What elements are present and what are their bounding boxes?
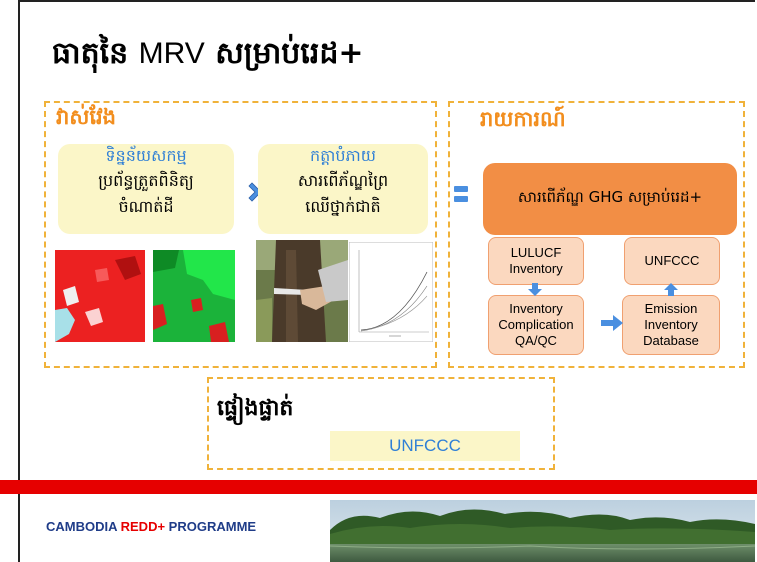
title-mrv: MRV	[138, 37, 205, 70]
allometric-curve-chart	[349, 242, 433, 342]
footer-redd: REDD+	[120, 519, 166, 534]
title-prefix: ធាតុនៃ	[52, 36, 129, 71]
ghg-inventory-box: សារពើភ័ណ្ឌ GHG សម្រាប់រេដ+	[483, 163, 737, 235]
activity-data-pill: ទិន្នន័យសកម្ម ប្រព័ន្ធត្រួតពិនិត្យ ចំណាត…	[58, 144, 234, 234]
footer-prefix: CAMBODIA	[46, 519, 121, 534]
arrow-down-icon	[528, 283, 542, 296]
slide-frame	[18, 0, 755, 562]
land-cover-map-red	[55, 250, 145, 342]
emission-factor-line2: ឈើថ្នាក់ជាតិ	[305, 197, 381, 216]
emission-factor-line1: សារពើភ័ណ្ឌព្រៃ	[297, 171, 389, 190]
emission-factor-title: កត្តាបំភាយ	[309, 146, 376, 165]
emission-database-box: Emission Inventory Database	[622, 295, 720, 355]
verify-title: ផ្ទៀងផ្ទាត់	[217, 396, 294, 421]
report-title: រាយការណ៍	[480, 107, 566, 131]
activity-data-title: ទិន្នន័យសកម្ម	[105, 146, 187, 165]
footer-red-bar	[0, 480, 757, 494]
measure-section	[44, 101, 437, 368]
unfccc-report-box: UNFCCC	[624, 237, 720, 285]
inventory-complication-box: Inventory Complication QA/QC	[488, 295, 584, 355]
tree-measurement-photo	[256, 240, 348, 342]
footer-suffix: PROGRAMME	[165, 519, 257, 534]
report-section	[448, 101, 745, 368]
title-suffix: សម្រាប់រេដ+	[215, 36, 364, 71]
verify-unfccc-box: UNFCCC	[330, 431, 520, 461]
activity-data-line1: ប្រព័ន្ធត្រួតពិនិត្យ	[98, 171, 194, 190]
arrow-up-icon	[664, 283, 678, 296]
measure-title: វាស់វែង	[56, 105, 116, 129]
verify-section	[207, 377, 555, 470]
footer-programme-label: CAMBODIA REDD+ PROGRAMME	[46, 519, 256, 534]
arrow-right-icon	[601, 315, 623, 331]
emission-factor-pill: កត្តាបំភាយ សារពើភ័ណ្ឌព្រៃ ឈើថ្នាក់ជាតិ	[258, 144, 428, 234]
land-cover-map-green	[153, 250, 235, 342]
slide-title: ធាតុនៃ MRV សម្រាប់រេដ+	[52, 34, 364, 78]
activity-data-line2: ចំណាត់ដី	[118, 197, 174, 216]
equals-icon	[454, 186, 468, 202]
lulucf-inventory-box: LULUCF Inventory	[488, 237, 584, 285]
forest-banner-image	[330, 500, 755, 562]
